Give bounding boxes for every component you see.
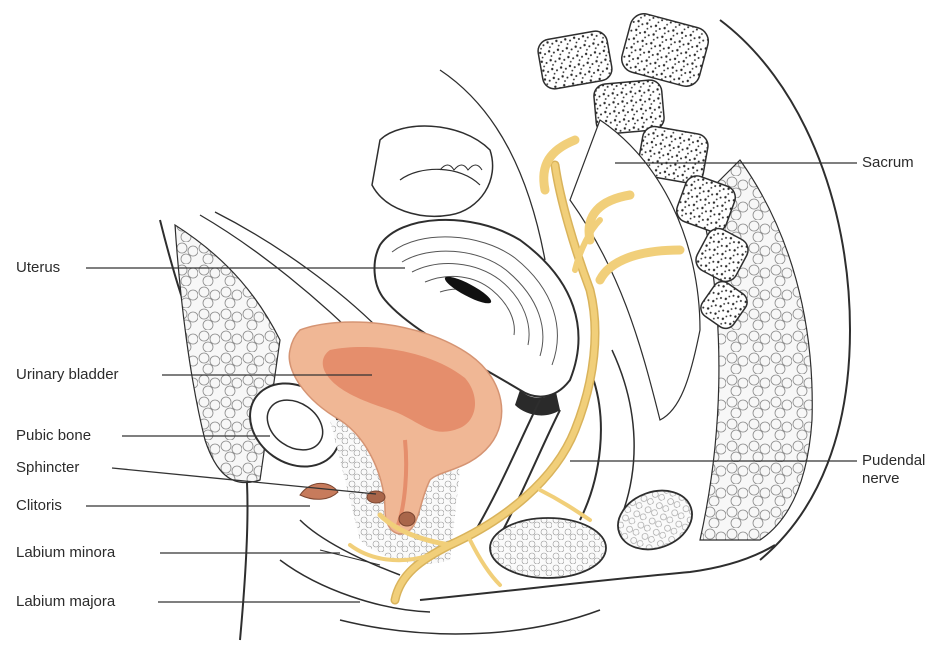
label-clitoris: Clitoris [16, 497, 62, 515]
label-urinary-bladder: Urinary bladder [16, 366, 119, 384]
label-sacrum: Sacrum [862, 154, 914, 172]
label-sphincter: Sphincter [16, 459, 79, 477]
label-pudendal-nerve: Pudendal nerve [862, 452, 925, 488]
label-uterus: Uterus [16, 259, 60, 277]
perineal-body [490, 518, 606, 578]
sphincter-shape-2 [399, 512, 415, 526]
bowel [372, 126, 493, 216]
label-labium-majora: Labium majora [16, 593, 115, 611]
label-labium-minora: Labium minora [16, 544, 115, 562]
label-pubic-bone: Pubic bone [16, 427, 91, 445]
anal-canal [610, 481, 701, 560]
clitoris-shape [300, 483, 338, 499]
